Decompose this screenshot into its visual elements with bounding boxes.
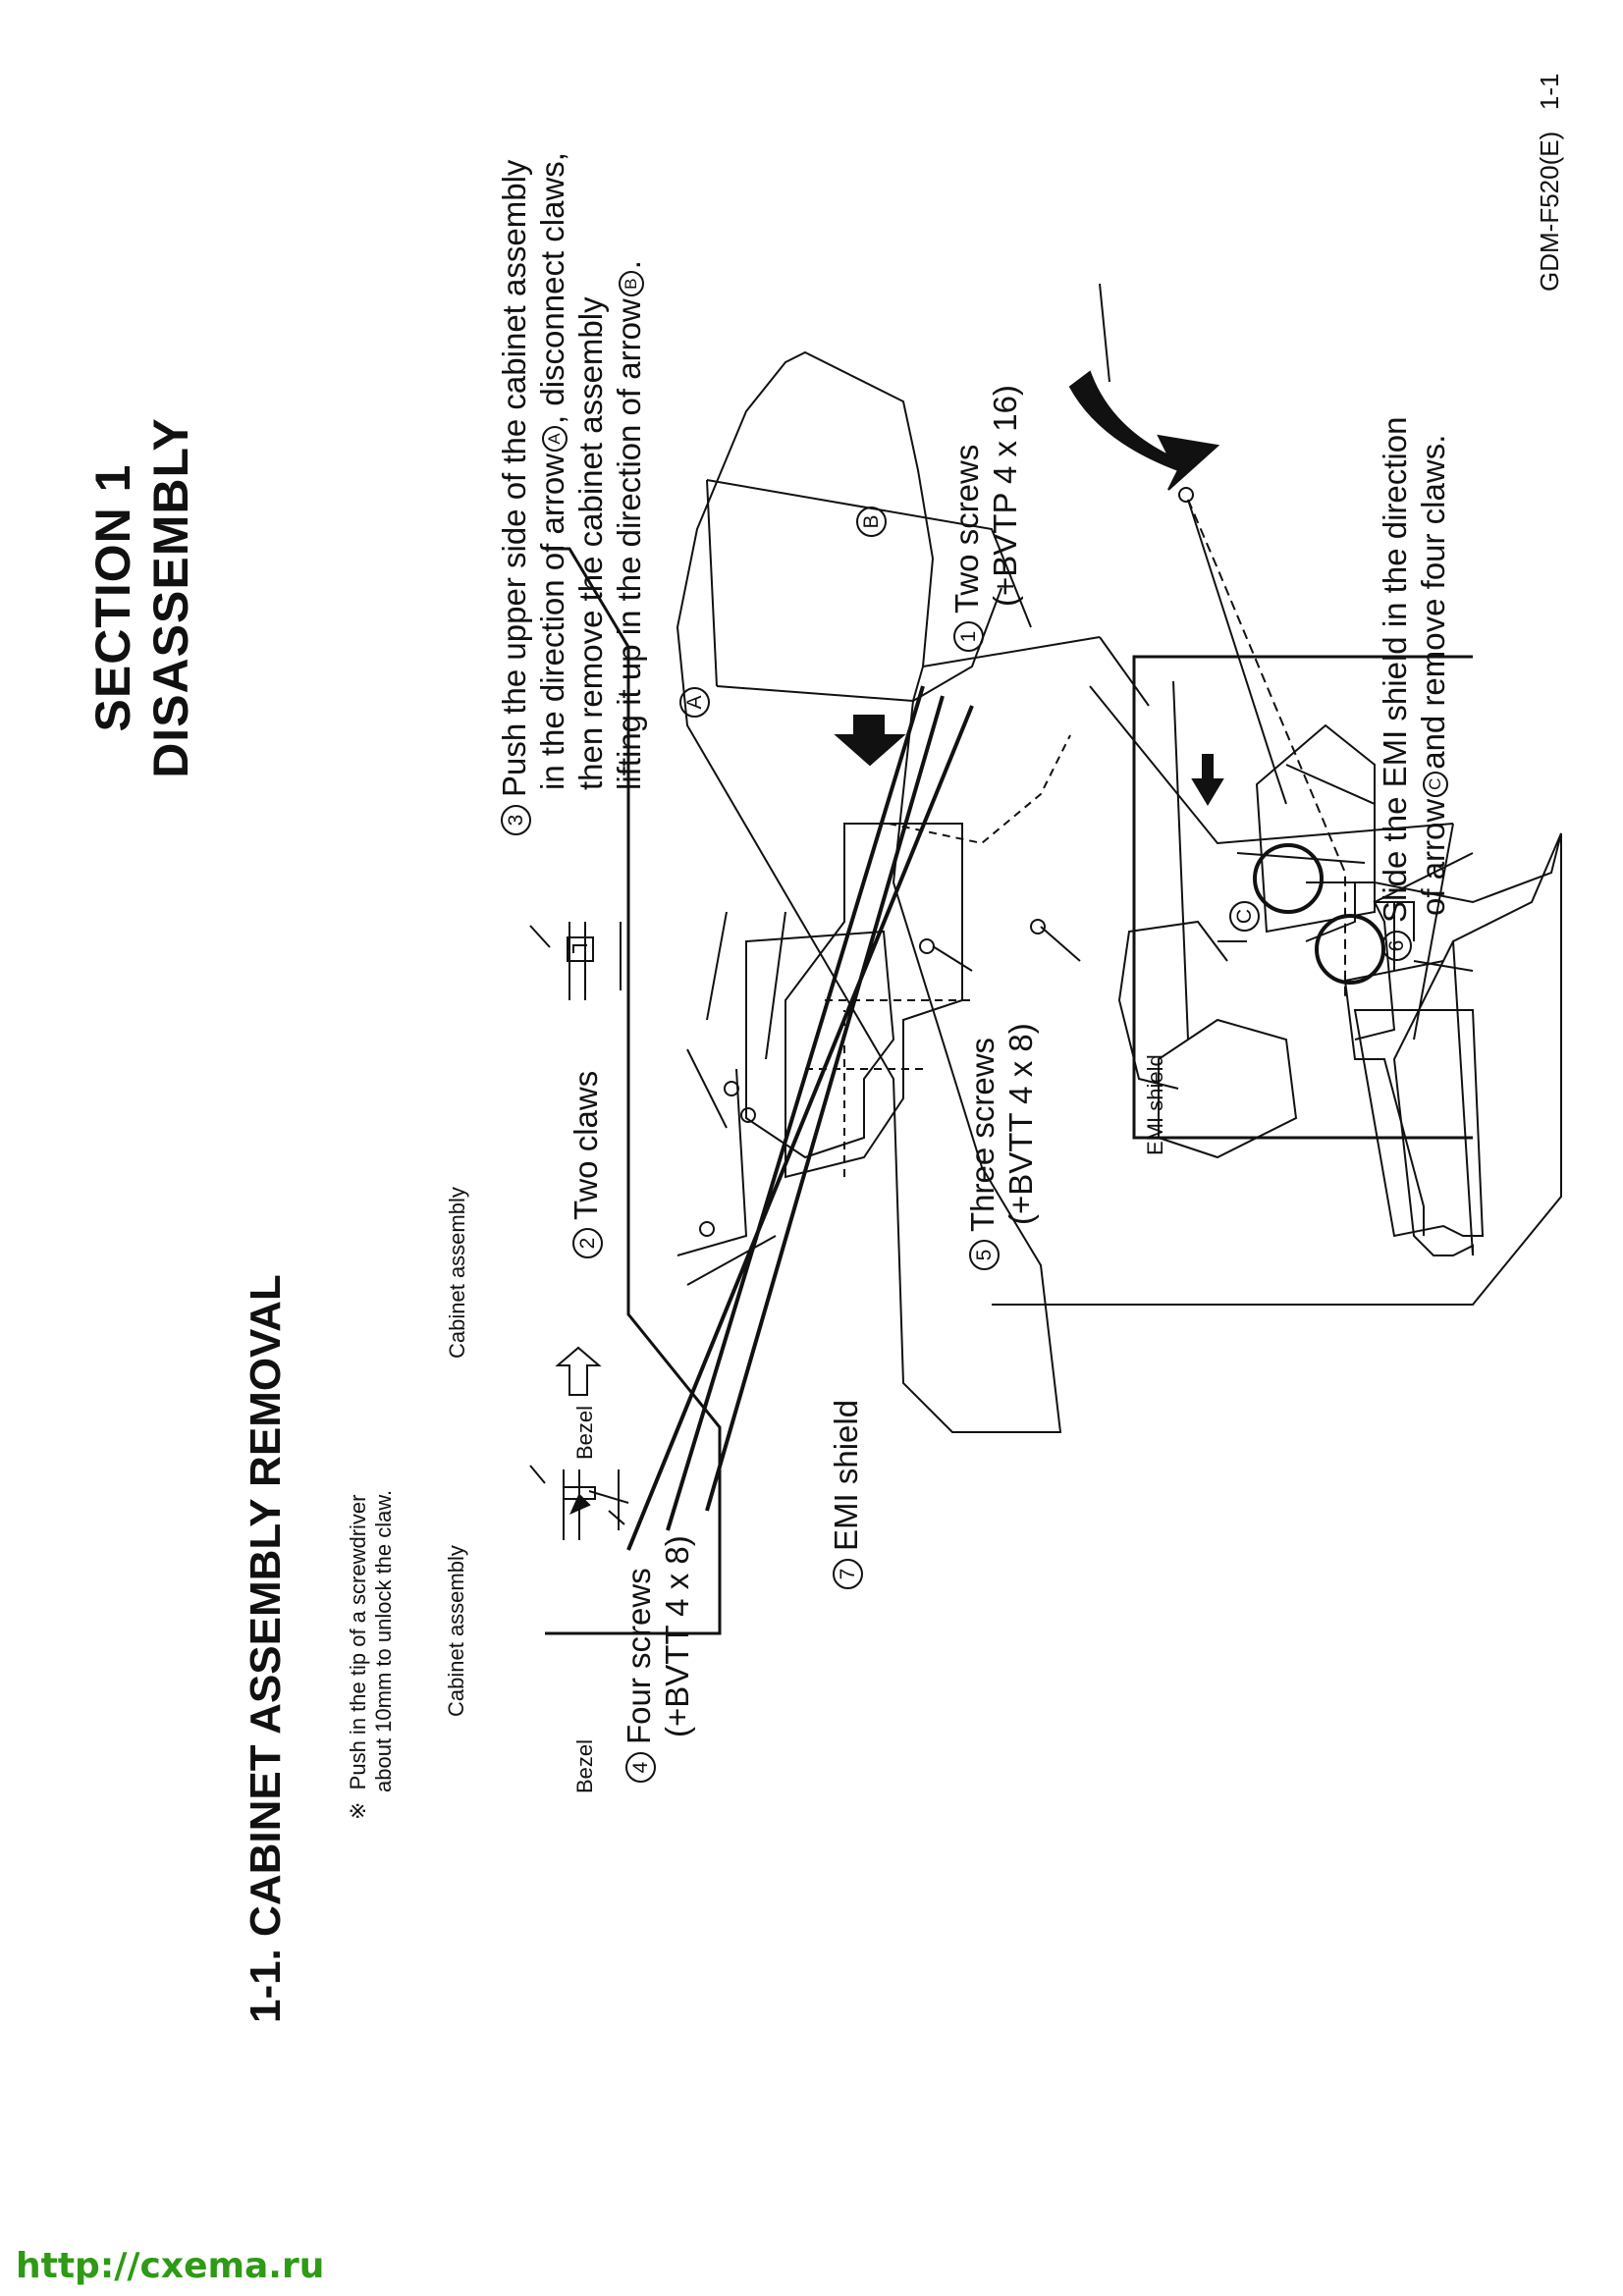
emi-inset-bracket bbox=[1132, 655, 1473, 1140]
emi-shield-drawing bbox=[676, 823, 1247, 1286]
arrow-b bbox=[1068, 370, 1220, 491]
arrow-b-label: B bbox=[856, 507, 887, 537]
claw-inset-bracket bbox=[545, 547, 722, 1635]
page-footer: GDM-F520(E) 1-1 bbox=[1535, 74, 1565, 293]
label-bezel-1: Bezel bbox=[572, 1738, 597, 1793]
screwdriver-note: ※ Push in the tip of a screwdriver about… bbox=[346, 1489, 396, 1820]
section-number: SECTION 1 bbox=[85, 463, 140, 732]
open-arrow bbox=[555, 1346, 602, 1396]
arrow-b-ref: B bbox=[618, 271, 644, 297]
screws-top bbox=[1172, 487, 1346, 1041]
label-bezel-2: Bezel bbox=[572, 1405, 597, 1460]
subsection-heading: 1-1. CABINET ASSEMBLY REMOVAL bbox=[242, 1274, 290, 2023]
cabinet-assembly-drawing bbox=[676, 350, 1150, 1433]
step-7-emi-shield: 7EMI shield bbox=[828, 1400, 866, 1589]
arrow-a-ref: A bbox=[541, 425, 568, 452]
arrow-c-ref: C bbox=[1422, 771, 1448, 797]
arrow-c-label: C bbox=[1229, 901, 1260, 932]
model-number: GDM-F520(E) bbox=[1535, 131, 1564, 292]
step-4-four-screws: 4Four screws (+BVTT 4 x 8) bbox=[621, 1535, 697, 1783]
step-6-slide-emi-shield: 6Slide the EMI shield in the direction o… bbox=[1377, 417, 1453, 961]
emi-claw-detail bbox=[1191, 723, 1474, 985]
section-name: DISASSEMBLY bbox=[143, 417, 198, 778]
monitor-drawing bbox=[992, 832, 1562, 1306]
step-1-two-screws: 1Two screws (+BVTP 4 x 16) bbox=[948, 385, 1025, 652]
label-cabinet-assembly-2: Cabinet assembly bbox=[445, 1187, 469, 1359]
claw-detail-claws bbox=[529, 922, 629, 1000]
arrow-a-label: A bbox=[679, 687, 710, 718]
step-number-badge: 2 bbox=[572, 1228, 603, 1258]
label-emi-shield: EMI shield bbox=[1143, 1054, 1167, 1155]
watermark-link[interactable]: http://cxema.ru bbox=[16, 2246, 325, 2286]
step-3-instruction: 3Push the upper side of the cabinet asse… bbox=[496, 152, 649, 835]
arrow-a bbox=[834, 715, 906, 767]
step-5-three-screws: 5Three screws (+BVTT 4 x 8) bbox=[964, 1023, 1041, 1270]
arrow-c bbox=[1191, 754, 1224, 806]
page-number: 1-1 bbox=[1535, 73, 1564, 111]
section-title: SECTION 1 DISASSEMBLY bbox=[84, 401, 200, 794]
claw-detail-screwdriver bbox=[529, 1465, 629, 1540]
step-2-two-claws: 2Two claws bbox=[568, 1071, 606, 1258]
note-mark: ※ bbox=[346, 1801, 370, 1820]
label-cabinet-assembly-1: Cabinet assembly bbox=[444, 1545, 468, 1717]
